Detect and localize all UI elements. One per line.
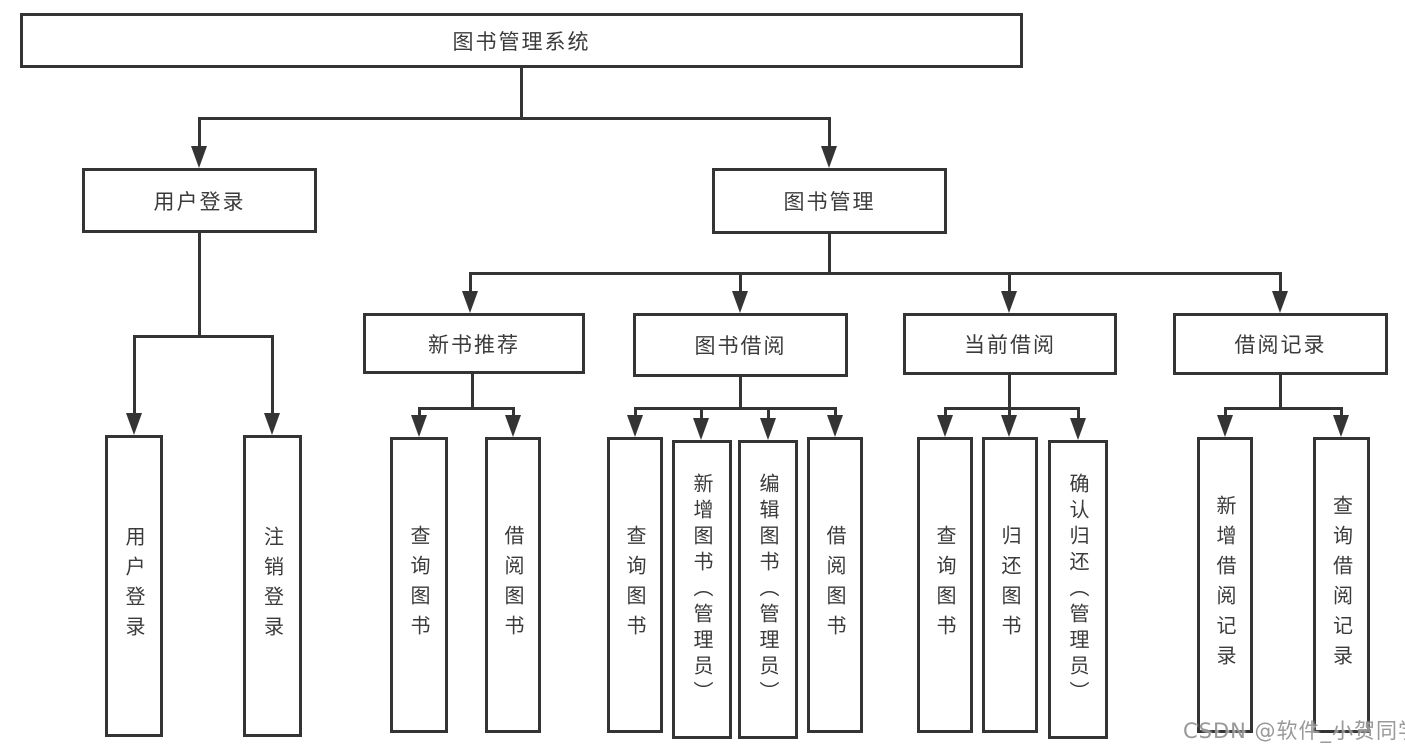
arrow-down-icon [411,415,427,437]
connector-line [469,272,472,294]
connector-line [634,407,837,410]
connector-line [469,272,1282,275]
connector-line [739,272,742,294]
connector-line [512,407,515,419]
node-label: 归还图书 [998,525,1022,645]
connector-line [1279,375,1282,410]
connector-line [133,335,136,417]
node-label: 查询借阅记录 [1329,495,1354,675]
connector-line [471,374,474,410]
connector-line [198,233,201,338]
connector-line [198,117,831,120]
node-label: 借阅图书 [823,525,847,645]
leaf-query-books-current: 查询图书 [917,437,973,733]
node-label: 当前借阅 [964,333,1056,357]
arrow-down-icon [1001,415,1017,437]
connector-line [944,407,947,419]
node-label: 确认归还（管理员） [1066,472,1090,707]
leaf-query-books-recommend: 查询图书 [390,437,448,733]
leaf-query-borrow-record: 查询借阅记录 [1313,437,1370,733]
node-library-management-system: 图书管理系统 [20,13,1023,68]
arrow-down-icon [627,415,643,437]
arrow-down-icon [191,146,207,168]
node-label: 新增图书（管理员） [690,472,714,707]
connector-line [133,335,274,338]
connector-line [1279,272,1282,294]
node-new-book-recommendation: 新书推荐 [363,313,585,374]
node-label: 查询图书 [407,525,431,645]
connector-line [944,407,1080,410]
connector-line [1008,272,1011,294]
connector-line [834,407,837,419]
connector-line [634,407,637,419]
connector-line [418,407,421,419]
connector-line [767,407,770,421]
connector-line [739,377,742,410]
node-label: 新书推荐 [428,332,520,357]
connector-line [700,407,703,421]
arrow-down-icon [1070,418,1086,440]
connector-line [828,234,831,275]
connector-line [1077,407,1080,421]
node-label: 图书管理 [783,190,876,214]
arrow-down-icon [821,146,837,168]
leaf-return-books: 归还图书 [982,437,1038,733]
node-label: 图书借阅 [694,334,787,358]
connector-line [1008,375,1011,410]
leaf-edit-book-admin: 编辑图书（管理员） [738,440,798,739]
connector-line [271,335,274,417]
node-borrowing-records: 借阅记录 [1173,313,1388,375]
leaf-borrow-books-borrowing: 借阅图书 [807,437,863,733]
leaf-user-login: 用户登录 [105,435,163,737]
connector-line [1224,407,1343,410]
arrow-down-icon [1333,415,1349,437]
leaf-borrow-books-recommend: 借阅图书 [485,437,541,733]
leaf-confirm-return-admin: 确认归还（管理员） [1048,440,1108,739]
node-book-borrowing: 图书借阅 [633,313,848,377]
connector-line [1008,407,1011,419]
node-label: 借阅图书 [501,525,525,645]
node-label: 借阅记录 [1234,333,1327,357]
node-label: 图书管理系统 [452,29,591,54]
connector-line [520,68,523,120]
node-label: 新增借阅记录 [1213,495,1237,675]
node-book-management: 图书管理 [712,168,947,234]
node-user-login: 用户登录 [82,168,317,233]
node-label: 注销登录 [260,526,285,646]
leaf-logout: 注销登录 [243,435,302,737]
arrow-down-icon [760,418,776,440]
node-label: 查询图书 [933,525,957,645]
arrow-down-icon [1272,291,1288,313]
connector-line [198,117,201,157]
arrow-down-icon [693,418,709,440]
leaf-add-borrow-record: 新增借阅记录 [1197,437,1253,733]
connector-line [418,407,515,410]
node-label: 用户登录 [153,189,246,214]
arrow-down-icon [505,415,521,437]
leaf-query-books-borrowing: 查询图书 [607,437,663,733]
arrow-down-icon [264,413,280,435]
node-label: 查询图书 [623,525,647,645]
arrow-down-icon [462,291,478,313]
node-label: 编辑图书（管理员） [756,472,780,707]
arrow-down-icon [126,413,142,435]
arrow-down-icon [732,291,748,313]
node-label: 用户登录 [122,526,146,646]
connector-line [828,117,831,157]
connector-line [1340,407,1343,419]
leaf-add-book-admin: 新增图书（管理员） [672,440,732,739]
arrow-down-icon [937,415,953,437]
csdn-watermark: CSDN @软件_小贺同学 [1183,719,1405,743]
arrow-down-icon [827,415,843,437]
arrow-down-icon [1001,291,1017,313]
node-current-borrowing: 当前借阅 [903,313,1117,375]
arrow-down-icon [1217,415,1233,437]
connector-line [1224,407,1227,419]
